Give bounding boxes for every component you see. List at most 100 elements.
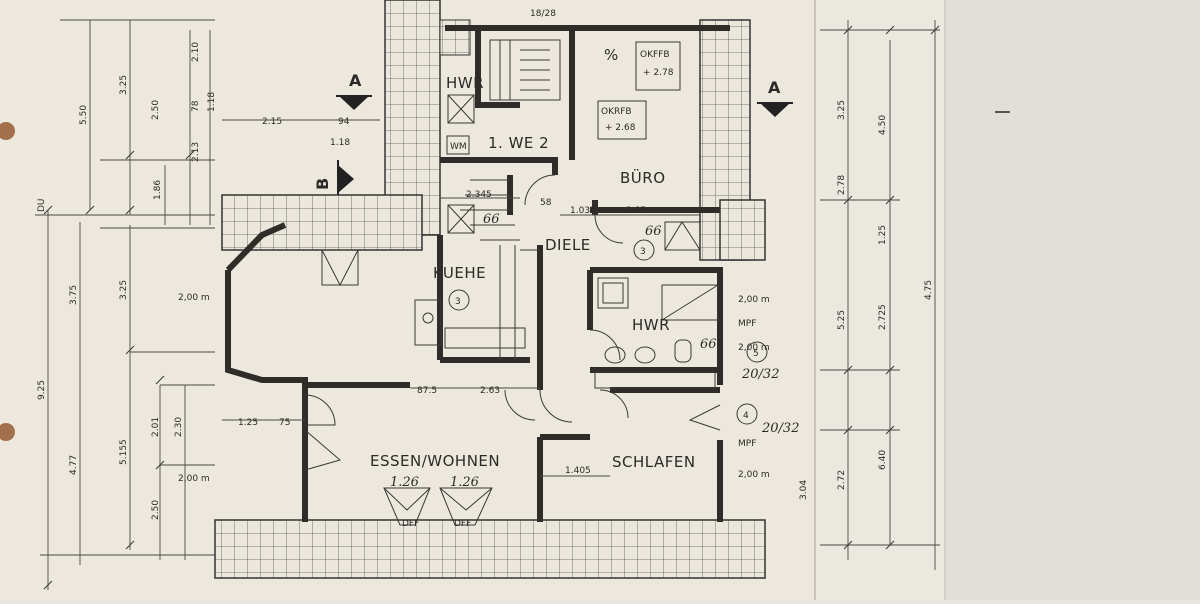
stair-ratio-1: 20/32 [741,367,779,382]
ess-126a: 1.26 [390,475,419,490]
dim-215: 2.15 [262,117,282,127]
punch-hole-top [0,122,15,140]
dim-200a: 2,00 m [178,293,210,303]
dim-200c: 2,00 m [738,295,770,305]
top-label: 18/28 [530,9,556,19]
okrfb-value: + 2.68 [605,123,636,133]
room-schlafen: SCHLAFEN [612,453,696,471]
circle-3a: 3 [455,297,461,307]
misc-annotations: 3 3 5 4 20/32 20/32 MPF MPF 2,00 m 2,00 … [222,117,799,529]
level-annotations: OKFFB + 2.78 OKRFB + 2.68 % 18/28 [530,9,674,133]
dim-75: 75 [279,418,290,428]
dim-5155: 5.155 [119,439,129,465]
room-we2: 1. WE 2 [488,134,549,152]
dim-2345: 2.345 [466,190,492,200]
okrfb-box [597,100,647,140]
section-a-right-arrow [760,103,790,117]
dim-118: 1.18 [207,92,217,112]
dim-200b: 2,00 m [178,474,210,484]
blank-sheet [945,0,1200,600]
dim-118b: 1.18 [330,138,350,148]
dim-272: 2.72 [837,470,847,490]
dim-450: 4.50 [878,115,888,135]
dim-278: 2.78 [837,175,847,195]
dim-325c: 3.25 [837,100,847,120]
ess-126b: 1.26 [450,475,479,490]
dim-325b: 3.25 [119,280,129,300]
dim-230: 2.30 [174,417,184,437]
dim-78: 78 [191,100,201,112]
okffb-label: OKFFB [640,50,670,60]
dim-du: DU [37,198,47,212]
dim-200d: 2,00 m [738,470,770,480]
dim-385: 3.85 [626,206,646,216]
side-sheet [815,0,945,600]
walls [225,25,730,522]
section-a-left-arrow [339,96,369,110]
section-b: B [313,178,332,190]
circle-5: 5 [753,349,759,359]
dim-263: 2.63 [480,386,500,396]
dim-2725: 2.725 [878,304,888,330]
dim-375: 3.75 [69,285,79,305]
dim-201: 2.01 [151,417,161,437]
right-dimension-chains: 4.50 4.75 6.40 5.25 2.725 2.72 3.25 3.04… [151,20,940,570]
circle-3b: 3 [640,247,646,257]
n66c: 66 [700,337,717,352]
dim-925: 9.25 [37,380,47,400]
dim-304: 3.04 [799,480,809,500]
dim-475: 4.75 [924,280,934,300]
section-a-right: A [768,78,781,97]
dim-94: 94 [338,117,350,127]
n66a: 66 [483,212,500,227]
dim-125b: 1.25 [878,225,888,245]
section-b-arrow [338,165,354,193]
dim-550: 5.50 [79,105,89,125]
dim-640: 6.40 [878,450,888,470]
percent-mark: % [604,46,619,64]
room-labels: HWR 1. WE 2 BÜRO DIELE KUEHE HWR ESSEN/W… [370,74,696,471]
wm-label: WM [450,142,467,152]
left-dimension-chains [35,19,215,590]
section-markers: A A B [313,71,793,198]
dim-58: 58 [540,198,552,208]
dim-325a: 3.25 [119,75,129,95]
dim-200e: 2,00 m [738,343,770,353]
dff-2: DFF [454,519,471,529]
okrfb-label: OKRFB [601,107,632,117]
dim-1405: 1.405 [565,466,591,476]
room-essen-wohnen: ESSEN/WOHNEN [370,452,500,470]
dim-477: 4.77 [69,455,79,475]
staircase [460,39,561,360]
circle-4: 4 [743,411,749,421]
dim-1035: 1.035 [570,206,596,216]
dim-250b: 2.50 [151,100,161,120]
room-hwr-mid: HWR [632,316,670,334]
door-swings [304,174,721,471]
left-dimension-labels: 5.50 3.25 2.10 1.18 78 2.13 1.86 9.25 3.… [37,42,217,520]
dim-213: 2.13 [191,142,201,162]
okffb-value: + 2.78 [643,68,674,78]
mpf-1: MPF [738,319,756,329]
punch-hole-bottom [0,423,15,441]
roof-tiles [214,0,766,579]
dim-250a: 2.50 [151,500,161,520]
dim-125: 1.25 [238,418,258,428]
room-kueche: KUEHE [433,264,486,282]
roof-windows [383,487,493,526]
dim-875: 87.5 [417,386,437,396]
dim-525: 5.25 [837,310,847,330]
stair-ratio-2: 20/32 [761,421,799,436]
section-a-left: A [349,71,362,90]
okffb-box [635,41,681,91]
room-diele: DIELE [545,236,591,254]
room-hwr-top: HWR [446,74,484,92]
dim-210: 2.10 [191,42,201,62]
mpf-2: MPF [738,439,756,449]
fixtures: WM [321,41,719,389]
dff-1: DFF [402,519,419,529]
dim-186: 1.86 [153,180,163,200]
n66b: 66 [645,224,662,239]
